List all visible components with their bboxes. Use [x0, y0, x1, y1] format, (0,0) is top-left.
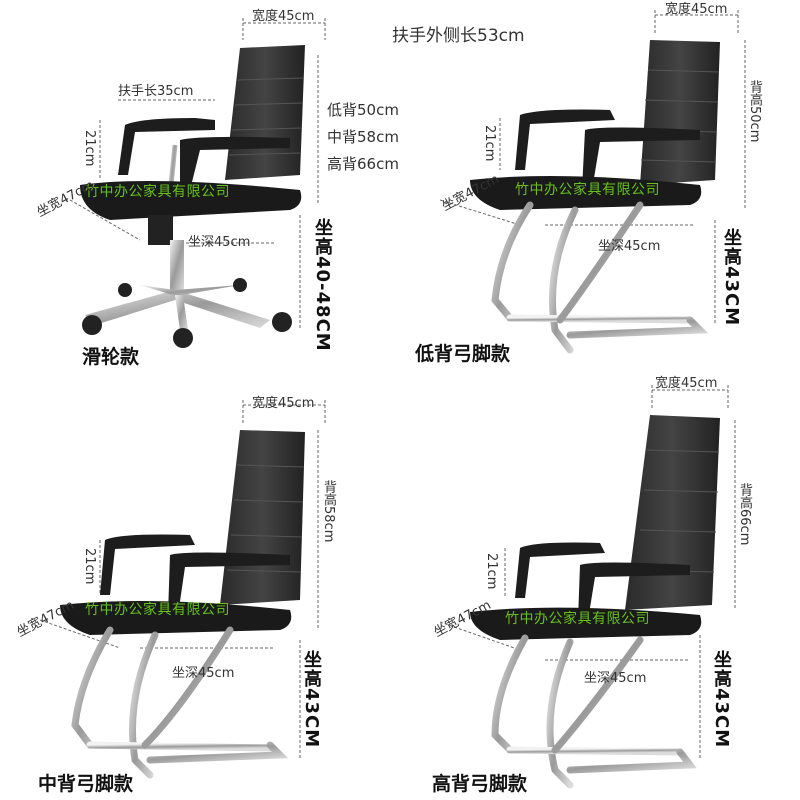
panel2-back-height-label: 背高50cm	[747, 80, 762, 143]
panel1-width-label: 宽度45cm	[252, 9, 315, 24]
panel2-style-name: 低背弓脚款	[415, 343, 511, 365]
panel1-watermark: 竹中办公家具有限公司	[85, 184, 230, 200]
panel1-style-name: 滑轮款	[82, 346, 140, 368]
panel1-back-height-high: 高背66cm	[327, 155, 399, 173]
low-back-sled-chair-figure	[439, 10, 746, 354]
panel4-seat-depth-label: 坐深45cm	[584, 671, 647, 686]
panel3-back-height-label: 背高58cm	[321, 480, 336, 543]
panel3-seat-depth-label: 坐深45cm	[172, 666, 235, 681]
panel3-watermark: 竹中办公家具有限公司	[85, 602, 230, 618]
swivel-chair-figure	[69, 18, 326, 348]
panel3-armrest-height-label: 21cm	[82, 548, 97, 585]
panel3-style-name: 中背弓脚款	[38, 773, 134, 795]
panel2-watermark: 竹中办公家具有限公司	[515, 182, 660, 198]
panel2-seat-height-label: 坐高43CM	[721, 228, 742, 327]
panel4-style-name: 高背弓脚款	[432, 773, 528, 795]
panel1-armrest-length-label: 扶手长35cm	[118, 84, 194, 99]
panel3-width-label: 宽度45cm	[252, 396, 315, 411]
panel2-width-label: 宽度45cm	[665, 2, 728, 17]
high-back-sled-chair-figure	[439, 385, 736, 789]
panel1-back-height-low: 低背50cm	[327, 101, 399, 119]
panel4-width-label: 宽度45cm	[655, 376, 718, 391]
panel4-seat-height-label: 坐高43CM	[711, 650, 732, 749]
panel4-armrest-height-label: 21cm	[484, 553, 499, 590]
mid-back-sled-chair-figure	[39, 400, 326, 779]
panel1-armrest-height-label: 21cm	[82, 130, 97, 167]
armrest-outer-length-note: 扶手外侧长53cm	[392, 26, 525, 46]
panel1-seat-depth-label: 坐深45cm	[188, 235, 251, 250]
panel1-back-height-mid: 中背58cm	[327, 128, 399, 146]
panel1-seat-height-label: 坐高40-48CM	[312, 218, 333, 352]
panel2-seat-depth-label: 坐深45cm	[598, 239, 661, 254]
panel4-back-height-label: 背高66cm	[737, 483, 752, 546]
panel3-seat-height-label: 坐高43CM	[301, 650, 322, 749]
panel2-armrest-height-label: 21cm	[482, 125, 497, 162]
panel4-watermark: 竹中办公家具有限公司	[505, 611, 650, 627]
